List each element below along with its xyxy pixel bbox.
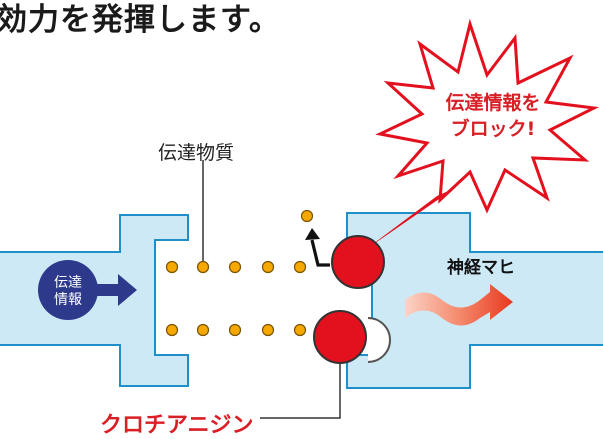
transmitter-dot — [261, 323, 275, 337]
bound-receptor-top — [331, 235, 385, 289]
bent-arrow-head — [305, 228, 320, 240]
transmitter-dot — [261, 260, 275, 274]
burst-shape — [375, 18, 600, 214]
bound-receptor-bottom — [313, 310, 367, 364]
burst-text-line2: ブロック! — [450, 118, 536, 140]
transmitter-dot — [196, 260, 210, 274]
burst-text-line1: 伝達情報を — [445, 92, 541, 114]
headline: 効力を発揮します。 — [0, 2, 281, 38]
label-clostridin: クロチアニジン — [100, 413, 254, 438]
label-transmitter: 伝達物質 — [158, 142, 235, 164]
signal-circle-line1: 伝達 — [54, 275, 82, 291]
transmitter-row-top — [165, 260, 307, 274]
transmitter-dot — [228, 323, 242, 337]
leader-line-clostridin — [260, 340, 341, 419]
released-transmitter-dot — [300, 209, 314, 223]
bent-arrow-icon — [310, 239, 330, 267]
empty-receptor-pocket — [367, 317, 391, 363]
transmitter-dot — [196, 323, 210, 337]
label-nerve-paralysis: 神経マヒ — [447, 258, 515, 278]
transmitter-dot — [293, 323, 307, 337]
transmitter-dot — [165, 260, 179, 274]
transmitter-dot — [293, 260, 307, 274]
transmitter-row-bottom — [165, 323, 307, 337]
transmitter-dot — [228, 260, 242, 274]
postsynaptic-cell — [346, 212, 603, 389]
wavy-arrow-icon — [405, 284, 513, 326]
arrow-right-icon — [96, 274, 137, 306]
signal-circle-line2: 情報 — [54, 292, 82, 308]
burst-pointer — [365, 188, 455, 250]
signal-circle — [38, 260, 98, 320]
transmitter-dot — [165, 323, 179, 337]
